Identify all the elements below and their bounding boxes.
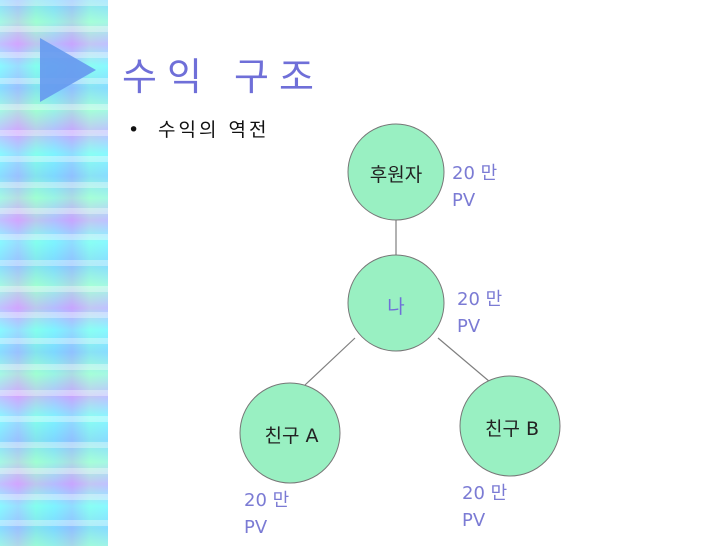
pv-friend-b: 20 만 PV	[462, 480, 532, 534]
node-friend-a	[239, 382, 341, 484]
edge-me-friend-a	[304, 337, 356, 386]
pv-friend-a-unit: PV	[244, 517, 268, 538]
pv-sponsor-amount: 20 만	[452, 163, 498, 184]
bullet-text: 수익의 역전	[158, 119, 270, 141]
pv-me-amount: 20 만	[457, 289, 503, 310]
pv-me-unit: PV	[457, 316, 481, 337]
pv-sponsor: 20 만 PV	[452, 160, 522, 214]
node-friend-a-label: 친구 A	[264, 425, 319, 447]
node-me-label: 나	[387, 296, 405, 318]
pv-friend-b-unit: PV	[462, 510, 486, 531]
pv-friend-a: 20 만 PV	[244, 487, 314, 541]
pv-friend-b-amount: 20 만	[462, 483, 508, 504]
node-friend-b	[459, 375, 561, 477]
pv-sponsor-unit: PV	[452, 190, 476, 211]
node-sponsor	[347, 123, 445, 221]
node-sponsor-label: 후원자	[369, 164, 423, 186]
edge-me-friend-b	[437, 337, 491, 383]
node-friend-b-label: 친구 B	[484, 418, 540, 440]
pv-me: 20 만 PV	[457, 286, 527, 340]
pv-friend-a-amount: 20 만	[244, 490, 290, 511]
triangle-icon	[40, 38, 96, 102]
node-me	[347, 254, 445, 352]
bullet-icon: •	[128, 119, 140, 141]
slide-title: 수익 구조	[122, 55, 324, 99]
bullet-item: • 수익의 역전	[128, 116, 278, 144]
